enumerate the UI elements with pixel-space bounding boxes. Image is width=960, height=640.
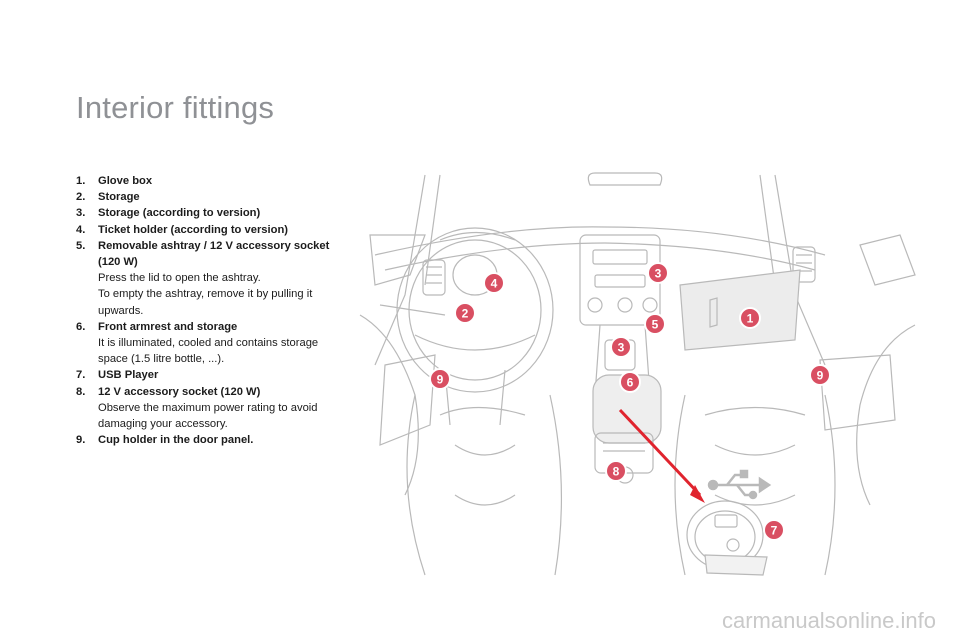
item-description: Observe the maximum power rating to avoi… [98, 401, 318, 431]
item-title: Glove box [98, 175, 153, 187]
item-title: Removable ashtray / 12 V accessory socke… [98, 239, 330, 269]
list-item: 1. Glove box [76, 173, 351, 189]
callout-9-left: 9 [429, 368, 451, 390]
item-number: 6. [76, 320, 86, 333]
item-number: 7. [76, 369, 86, 382]
callout-7: 7 [763, 519, 785, 541]
list-item: 2. Storage [76, 189, 351, 205]
svg-text:8: 8 [613, 465, 620, 479]
page-title: Interior fittings [76, 90, 275, 125]
item-title: Front armrest and storage [98, 320, 238, 333]
svg-text:6: 6 [627, 376, 634, 390]
svg-text:2: 2 [462, 307, 469, 321]
item-description: It is illuminated, cooled and contains s… [98, 337, 319, 366]
list-item: 8. 12 V accessory socket (120 W) Observe… [76, 384, 351, 433]
callout-1: 1 [739, 307, 761, 329]
item-title: Storage [98, 191, 140, 204]
usb-icon [707, 469, 772, 500]
usb-player-inset [618, 408, 772, 576]
item-title: Ticket holder (according to version) [98, 223, 289, 236]
item-description: Press the lid to open the ashtray. To em… [98, 272, 313, 317]
callout-3-top: 3 [647, 262, 669, 284]
callout-5: 5 [644, 313, 666, 335]
item-title: Cup holder in the door panel. [98, 434, 254, 447]
list-item: 9. Cup holder in the door panel. [76, 432, 351, 448]
callout-2: 2 [454, 302, 476, 324]
item-number: 8. [76, 385, 86, 398]
svg-text:9: 9 [817, 369, 824, 383]
callout-4: 4 [483, 272, 505, 294]
item-title: Storage (according to version) [98, 207, 261, 220]
site-watermark: carmanualsonline.info [721, 608, 936, 633]
item-title: 12 V accessory socket (120 W) [98, 385, 261, 398]
callout-3-bottom: 3 [610, 336, 632, 358]
list-item: 4. Ticket holder (according to version) [76, 222, 351, 238]
svg-text:4: 4 [491, 277, 498, 291]
callout-8: 8 [605, 460, 627, 482]
callout-9-right: 9 [809, 364, 831, 386]
item-number: 2. [76, 191, 86, 204]
svg-text:5: 5 [652, 318, 659, 332]
item-number: 1. [76, 175, 86, 187]
svg-text:3: 3 [618, 341, 625, 355]
item-number: 3. [76, 207, 86, 220]
list-item: 6. Front armrest and storage It is illum… [76, 319, 351, 368]
item-number: 9. [76, 434, 86, 447]
svg-text:7: 7 [771, 524, 778, 538]
list-item: 7. USB Player [76, 367, 351, 383]
list-item: 3. Storage (according to version) [76, 205, 351, 221]
car-interior-illustration: 1 2 3 3 4 5 6 7 8 9 9 [359, 172, 916, 576]
svg-text:1: 1 [747, 312, 754, 326]
list-item: 5. Removable ashtray / 12 V accessory so… [76, 238, 351, 319]
item-number: 4. [76, 223, 86, 236]
callout-6: 6 [619, 371, 641, 393]
item-title: USB Player [98, 369, 159, 382]
svg-text:3: 3 [655, 267, 662, 281]
fittings-list: 1. Glove box 2. Storage 3. Storage (acco… [76, 173, 351, 448]
item-number: 5. [76, 239, 86, 252]
svg-text:9: 9 [437, 373, 444, 387]
